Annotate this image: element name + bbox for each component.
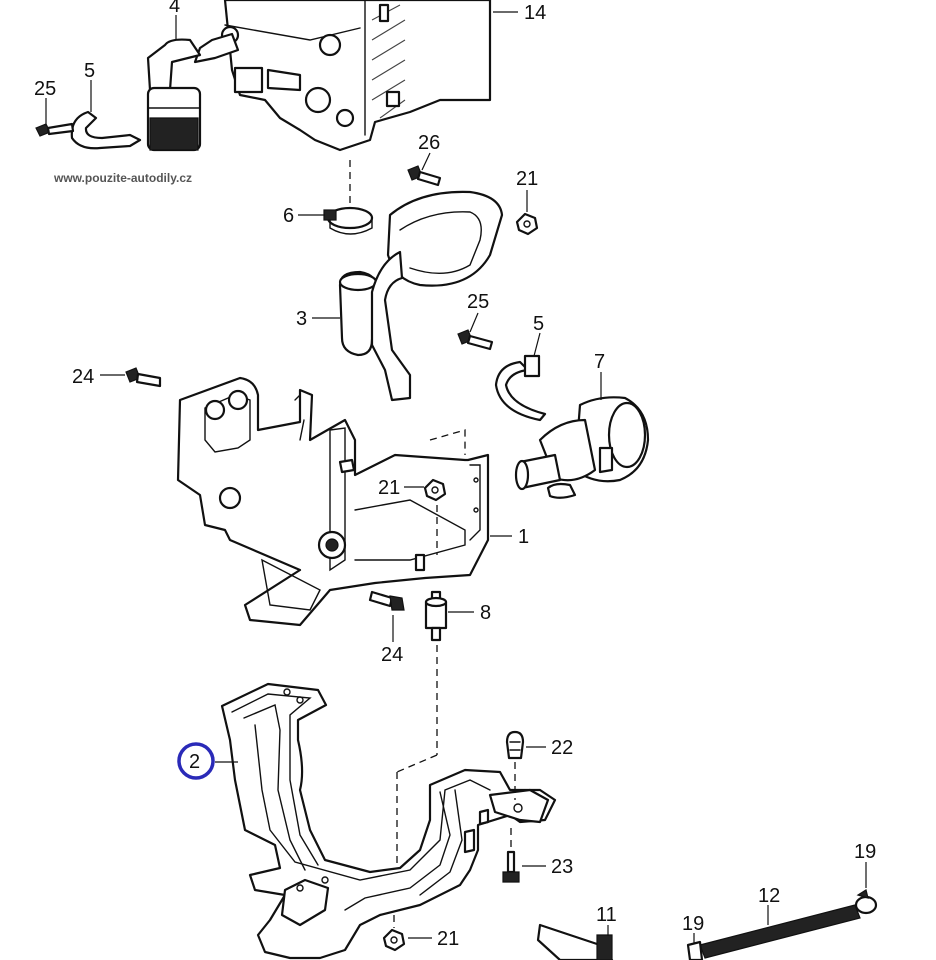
hose-clamp-5-middle[interactable] bbox=[494, 354, 547, 422]
callout-11: 11 bbox=[596, 904, 617, 926]
callout-21-upper: 21 bbox=[516, 168, 538, 190]
bracket-2[interactable] bbox=[220, 682, 557, 960]
bracket-1[interactable] bbox=[176, 376, 490, 627]
callout-2: 2 bbox=[189, 751, 200, 773]
callout-1: 1 bbox=[518, 526, 529, 548]
callout-19-right: 19 bbox=[854, 841, 876, 863]
callout-24-lower: 24 bbox=[381, 644, 403, 666]
callout-21-lower: 21 bbox=[437, 928, 459, 950]
coolant-hose-3[interactable] bbox=[338, 190, 504, 402]
bolt-26[interactable] bbox=[407, 165, 442, 187]
callout-26: 26 bbox=[418, 132, 440, 154]
nut-21-lower[interactable] bbox=[382, 928, 406, 952]
circulation-pump-7[interactable] bbox=[514, 396, 650, 499]
pipe-11[interactable] bbox=[536, 923, 614, 960]
hose-clamp-6[interactable] bbox=[323, 206, 374, 235]
callout-14: 14 bbox=[524, 2, 546, 24]
bolt-24-upper[interactable] bbox=[125, 367, 162, 388]
bolt-25-top[interactable] bbox=[35, 122, 75, 137]
bolt-24-lower[interactable] bbox=[368, 590, 405, 611]
hose-clamp-5-top[interactable] bbox=[70, 110, 142, 150]
callout-12: 12 bbox=[758, 885, 780, 907]
callout-21-middle: 21 bbox=[378, 477, 400, 499]
callout-23: 23 bbox=[551, 856, 573, 878]
callout-2-highlight: 2 bbox=[177, 742, 215, 780]
clamp-19-right[interactable] bbox=[854, 889, 878, 915]
watermark: www.pouzite-autodily.cz bbox=[53, 171, 192, 185]
callout-7: 7 bbox=[594, 351, 605, 373]
bolt-25-middle[interactable] bbox=[457, 329, 494, 351]
callout-8: 8 bbox=[480, 602, 491, 624]
hose-12[interactable] bbox=[699, 904, 861, 959]
callout-5-middle: 5 bbox=[533, 313, 544, 335]
callout-5-top: 5 bbox=[84, 60, 95, 82]
nut-21-middle[interactable] bbox=[423, 478, 447, 502]
coolant-hose-4[interactable] bbox=[146, 32, 240, 152]
auxiliary-heater-unit[interactable] bbox=[220, 0, 492, 152]
callout-6: 6 bbox=[283, 205, 294, 227]
clip-22[interactable] bbox=[505, 730, 525, 760]
callout-25-middle: 25 bbox=[467, 291, 489, 313]
nut-21-upper[interactable] bbox=[515, 212, 539, 236]
callout-19-left: 19 bbox=[682, 913, 704, 935]
clamp-19-left[interactable] bbox=[686, 940, 704, 960]
callout-25-top: 25 bbox=[34, 78, 56, 100]
bolt-23[interactable] bbox=[502, 850, 520, 883]
callout-4: 4 bbox=[169, 0, 180, 17]
rubber-mount-8[interactable] bbox=[424, 590, 448, 642]
callout-22: 22 bbox=[551, 737, 573, 759]
callout-3: 3 bbox=[296, 308, 307, 330]
callout-24-upper: 24 bbox=[72, 366, 94, 388]
